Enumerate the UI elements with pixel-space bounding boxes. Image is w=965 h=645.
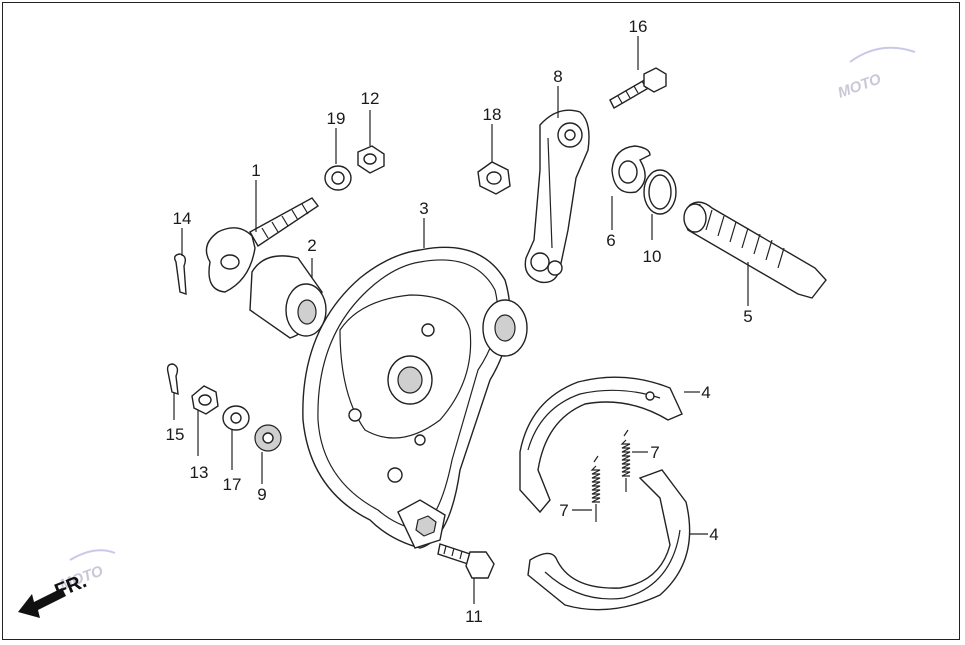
part-14-cotter-pin xyxy=(173,253,187,295)
callout-12: 12 xyxy=(361,89,380,108)
callout-7b: 7 xyxy=(559,501,568,520)
part-5-brake-cam xyxy=(683,201,827,299)
watermark-top-right: MOTO xyxy=(836,46,916,102)
part-10-o-ring xyxy=(643,169,677,215)
callout-5: 5 xyxy=(743,307,752,326)
callout-4a: 4 xyxy=(701,383,710,402)
part-3-brake-panel xyxy=(302,246,528,549)
part-15-cotter-pin xyxy=(166,363,179,396)
callout-10: 10 xyxy=(643,247,662,266)
callout-18: 18 xyxy=(483,105,502,124)
part-18-nut xyxy=(477,161,511,195)
callout-19: 19 xyxy=(327,109,346,128)
callout-11: 11 xyxy=(465,607,483,626)
callout-16: 16 xyxy=(629,17,648,36)
part-13-nut xyxy=(191,385,219,415)
part-8-brake-arm xyxy=(524,109,590,284)
watermark-text: MOTO xyxy=(836,70,884,101)
callout-8: 8 xyxy=(553,67,562,86)
callout-14: 14 xyxy=(173,209,192,228)
front-direction-indicator: FR. xyxy=(18,570,90,618)
callout-7a: 7 xyxy=(650,443,659,462)
callout-9: 9 xyxy=(257,485,266,504)
callout-4b: 4 xyxy=(709,525,718,544)
callout-17: 17 xyxy=(223,475,242,494)
front-arrow-icon xyxy=(18,588,66,618)
callout-13: 13 xyxy=(190,463,209,482)
part-4-brake-shoe-lower xyxy=(527,469,691,611)
callout-3: 3 xyxy=(419,199,428,218)
part-19-washer xyxy=(324,165,352,191)
part-2-collar xyxy=(249,255,327,339)
part-16-bolt xyxy=(609,67,667,109)
part-7-spring-left xyxy=(590,455,601,522)
part-11-bolt xyxy=(437,543,495,579)
part-12-nut xyxy=(357,145,385,174)
part-7-spring-right xyxy=(620,429,631,492)
callout-1: 1 xyxy=(251,161,260,180)
callout-15: 15 xyxy=(166,425,185,444)
callout-6: 6 xyxy=(606,231,615,250)
part-1-brake-rod-bolt xyxy=(205,197,320,293)
part-6-indicator-plate xyxy=(611,145,651,194)
part-17-washer xyxy=(222,405,250,431)
callout-2: 2 xyxy=(307,236,316,255)
part-4-brake-shoe-upper xyxy=(519,376,683,514)
part-9-lock-washer xyxy=(254,424,282,452)
